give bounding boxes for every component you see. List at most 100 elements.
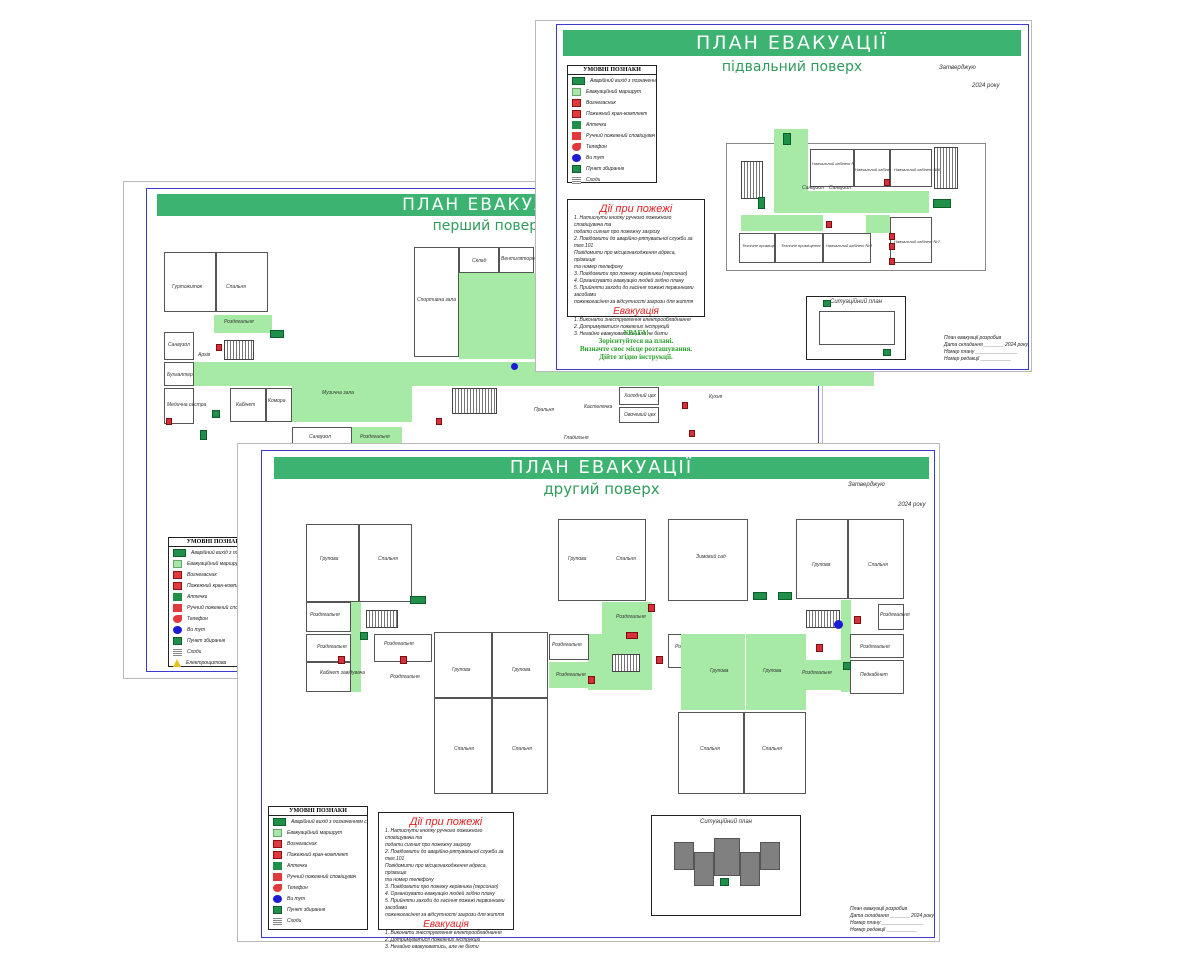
- room-label: Навчальний кабінет №7: [894, 239, 940, 244]
- exit-sign: [783, 133, 791, 145]
- evacuation-route: [798, 660, 842, 690]
- room-cold: [619, 387, 659, 405]
- room-bedroom: [216, 252, 268, 312]
- room-label: Вентиляторна: [501, 256, 538, 262]
- evacuation-route: [681, 634, 745, 710]
- extinguisher-sign: [436, 418, 442, 425]
- extinguisher-sign: [826, 221, 832, 228]
- legend-item: Пункт збирання: [568, 163, 656, 174]
- exit-sign: [410, 596, 426, 604]
- you-are-here-icon: [572, 153, 581, 162]
- exit-icon: [572, 76, 585, 85]
- stairwell: [806, 610, 840, 628]
- room-bedroom: [678, 712, 744, 794]
- site-building-shape: [714, 838, 740, 876]
- extinguisher-sign: [656, 656, 663, 664]
- extinguisher-sign: [884, 179, 890, 186]
- room-label: Санвузол: [829, 185, 851, 191]
- legend-item: Ручний пожежний сповіщувач: [169, 602, 262, 613]
- room-director: [306, 662, 351, 692]
- exit-sign: [758, 197, 765, 209]
- evac-step: 1. Виконати знеструмлення електрообладна…: [385, 930, 502, 936]
- room-label: Пральня: [534, 407, 554, 413]
- fire-actions-panel: Дії при пожежі 1. Натиснути кнопку ручно…: [567, 199, 705, 337]
- evac-sheet-second-floor: ПЛАН ЕВАКУАЦІЇ другий поверх Затверджую …: [237, 443, 940, 950]
- room-label: Роздягальня: [390, 674, 420, 680]
- stairwell: [452, 388, 497, 414]
- room-label: Навчальний кабінет №6: [894, 167, 940, 172]
- room-veg: [619, 407, 659, 423]
- fire-step: 2. Повідомити до аварійно-рятувальної сл…: [574, 236, 693, 249]
- footer-line: Номер плану _______________: [944, 349, 1018, 355]
- plan-footer: План евакуації розробив Дата складання _…: [944, 335, 1028, 363]
- room-label: Комора: [268, 398, 286, 404]
- floor-subtitle: перший поверх: [432, 218, 547, 234]
- footer-line: План евакуації розробив: [850, 906, 908, 912]
- panel-icon: [173, 658, 181, 667]
- call-point-icon: [273, 872, 282, 881]
- room-label: Роздягальня: [802, 670, 832, 676]
- evacuation-route: [352, 427, 402, 447]
- legend-panel: УМОВНІ ПОЗНАКИ Аварійний вихід з позначе…: [268, 806, 368, 930]
- room-label: Спальня: [454, 746, 474, 752]
- room-label: Групова: [512, 667, 531, 673]
- evacuation-heading: Евакуація: [423, 919, 469, 930]
- exit-sign: [200, 430, 207, 440]
- legend-item: Сходи: [269, 915, 367, 926]
- fire-step: 4. Організувати евакуацію людей згідно п…: [385, 891, 495, 897]
- room-label: Роздягальня: [616, 614, 646, 620]
- room-bedroom: [359, 524, 412, 602]
- extinguisher-sign: [854, 616, 861, 624]
- fire-actions-heading: Дії при пожежі: [599, 203, 673, 215]
- room-label: Навчальний кабінет №5: [855, 167, 901, 172]
- room-winter-garden: [668, 519, 748, 601]
- fire-step: 3. Повідомити про пожежу керівника (перс…: [574, 271, 688, 277]
- route-icon: [173, 559, 182, 568]
- room-label: Роздягальня: [224, 319, 254, 325]
- room-label: Зимовий сад: [696, 554, 726, 560]
- sheet-frame: [261, 450, 935, 938]
- floor-subtitle: другий поверх: [543, 480, 660, 498]
- legend-item: Телефон: [568, 141, 656, 152]
- gathering-icon: [173, 636, 182, 645]
- phone-icon: [572, 142, 581, 151]
- fire-actions-heading: Дії при пожежі: [409, 816, 483, 828]
- legend-item: Ручний пожежний сповіщувач: [568, 130, 656, 141]
- room-label: Кабінет завідувача: [320, 670, 365, 676]
- sheet-frame: [556, 24, 1029, 370]
- fire-step: 5. Прийняти заходи до гасіння пожежі пер…: [574, 285, 694, 298]
- legend-item: Телефон: [269, 882, 367, 893]
- room-class-8: [823, 233, 871, 263]
- site-building-shape: [674, 842, 694, 870]
- footer-line: Номер плану _______________: [850, 920, 924, 926]
- room-bedroom: [434, 698, 492, 794]
- fire-step: 4. Організувати евакуацію людей згідно п…: [574, 278, 684, 284]
- room-label: Санвузол: [309, 434, 331, 440]
- stairs-icon: [572, 175, 581, 184]
- hose-icon: [273, 850, 282, 859]
- fire-step: та номер телефону: [385, 877, 434, 883]
- room-label: Медична сестра: [167, 402, 207, 408]
- room-class-6: [890, 149, 932, 187]
- evacuation-heading: Евакуація: [613, 306, 659, 317]
- room-label: Спальня: [378, 556, 398, 562]
- phone-icon: [173, 614, 182, 623]
- legend-item: Ви тут: [269, 893, 367, 904]
- room-accountant: [164, 362, 194, 386]
- evacuation-route: [351, 602, 361, 692]
- extinguisher-sign: [338, 656, 345, 664]
- extinguisher-icon: [173, 570, 182, 579]
- room-label: Санвузол: [168, 342, 190, 348]
- approve-year: 2024 року: [972, 83, 1000, 89]
- room-label: Роздягальня: [360, 434, 390, 440]
- warning-line: Визначте своє місце розташування.: [579, 345, 693, 353]
- legend-item: Вогнегасник: [269, 838, 367, 849]
- warning-note: УВАГА! Зорієнтуйтеся на плані. Визначте …: [567, 329, 705, 361]
- gathering-icon: [273, 905, 282, 914]
- room-label: Овочевий цех: [624, 412, 656, 418]
- room-wardrobe: [850, 634, 904, 658]
- extinguisher-sign: [588, 676, 595, 684]
- hose-icon: [173, 581, 182, 590]
- room-wardrobe: [878, 604, 904, 630]
- evacuation-route: [741, 215, 823, 231]
